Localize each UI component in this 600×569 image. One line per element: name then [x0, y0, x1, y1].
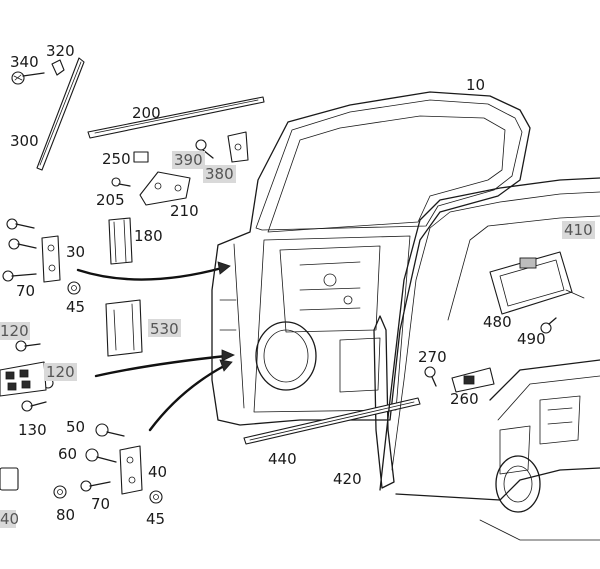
- tab-part-left: [0, 467, 19, 491]
- label-40: 40: [148, 463, 167, 481]
- label-205: 205: [96, 191, 125, 209]
- module-480: [489, 251, 585, 315]
- arrows: [76, 261, 235, 432]
- label-120-lower: 120: [46, 363, 75, 381]
- nut-80: [53, 485, 67, 499]
- label-340: 340: [10, 53, 39, 71]
- label-410: 410: [564, 221, 593, 239]
- label-120-upper: 120: [0, 322, 29, 340]
- label-45-upper: 45: [66, 298, 85, 316]
- sill-strip-440: [243, 397, 421, 445]
- seal-420: [373, 315, 395, 489]
- screws-50-60: [80, 423, 125, 492]
- label-440: 440: [268, 450, 297, 468]
- screw-130: [21, 400, 47, 412]
- label-320: 320: [46, 42, 75, 60]
- handle-260: [451, 367, 495, 393]
- label-70-lower: 70: [91, 495, 110, 513]
- label-210: 210: [170, 202, 199, 220]
- part-labels: 340 320 300 200 10 250 390 380 205 210 1…: [0, 42, 595, 528]
- label-480: 480: [483, 313, 512, 331]
- label-40-edge: 40: [0, 510, 19, 528]
- label-250: 250: [102, 150, 131, 168]
- label-300: 300: [10, 132, 39, 150]
- window-strip-200: [87, 96, 265, 139]
- hinge-30: [41, 235, 61, 283]
- label-490: 490: [517, 330, 546, 348]
- label-390: 390: [174, 151, 203, 169]
- clip-250: [133, 151, 149, 163]
- label-45-lower: 45: [146, 510, 165, 528]
- label-80: 80: [56, 506, 75, 524]
- label-420: 420: [333, 470, 362, 488]
- pad-530: [105, 299, 143, 357]
- pillar-trim-300: [36, 57, 85, 171]
- label-180: 180: [134, 227, 163, 245]
- label-130: 130: [18, 421, 47, 439]
- bracket-210: [139, 171, 191, 206]
- nut-45-upper: [67, 281, 81, 295]
- label-260: 260: [450, 390, 479, 408]
- rear-door-panel: [379, 177, 600, 541]
- label-380: 380: [205, 165, 234, 183]
- label-10: 10: [466, 76, 485, 94]
- bracket-380: [227, 131, 249, 163]
- label-30: 30: [66, 243, 85, 261]
- label-530: 530: [150, 320, 179, 338]
- screw-490: [540, 317, 557, 334]
- pin-205: [111, 177, 131, 187]
- clip-320: [51, 59, 65, 76]
- screws-upper-left: [2, 218, 37, 282]
- block-180: [108, 217, 133, 265]
- screw-340: [11, 71, 45, 85]
- label-50: 50: [66, 418, 85, 436]
- pin-270: [424, 366, 437, 387]
- nut-45-lower: [149, 490, 163, 504]
- label-270: 270: [418, 348, 447, 366]
- label-70-upper: 70: [16, 282, 35, 300]
- label-60: 60: [58, 445, 77, 463]
- label-200: 200: [132, 104, 161, 122]
- bracket-block-120: [0, 361, 47, 397]
- hinge-40: [119, 445, 143, 495]
